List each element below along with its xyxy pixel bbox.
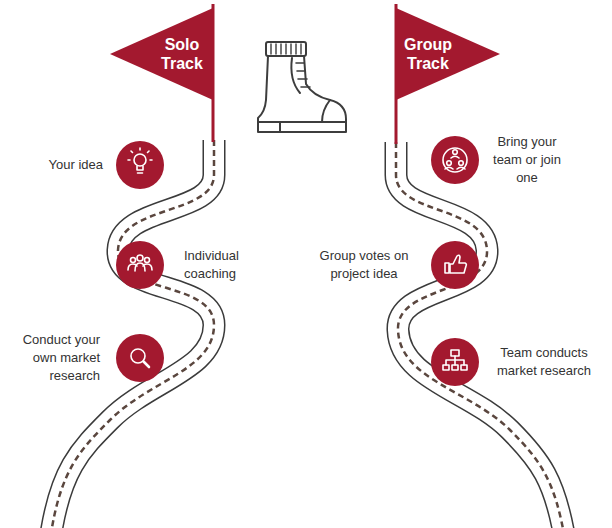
boot-cuff-lines <box>271 44 301 54</box>
flag-shape <box>110 8 213 100</box>
flag-shape <box>396 8 500 100</box>
step-text: Individual coaching <box>184 247 266 283</box>
step-circle-fill <box>116 241 164 289</box>
thumbs-up-icon <box>445 255 466 273</box>
track-flag: Group Track <box>396 8 500 100</box>
step-text: Your idea <box>23 156 103 174</box>
step-label: Group votes on project idea <box>314 247 414 283</box>
circle-shape <box>431 338 479 386</box>
step-circle: Your idea <box>116 141 164 189</box>
step-circle-fill <box>431 241 479 289</box>
step-text: Team conducts market research <box>497 344 591 380</box>
boot-body <box>258 56 346 132</box>
flag-triangle <box>396 8 500 100</box>
boot-toe <box>322 100 330 122</box>
step-text: Conduct your own market research <box>14 331 100 385</box>
step-label: Your idea <box>23 156 103 174</box>
magnifier-icon <box>131 349 149 367</box>
lightbulb-icon <box>128 148 152 173</box>
step-circle-fill <box>431 338 479 386</box>
road-edge <box>396 142 565 528</box>
team-icon <box>443 148 467 172</box>
flag-label: Group Track <box>398 35 458 73</box>
step-circle: Bring your team or join one <box>431 136 479 184</box>
step-label: Conduct your own market research <box>14 331 100 385</box>
org-chart-icon <box>443 350 467 370</box>
road-dash <box>396 142 565 528</box>
flag-triangle <box>110 8 213 100</box>
right-road <box>396 142 565 528</box>
boot-cuff <box>266 42 306 56</box>
road-surface <box>396 142 565 528</box>
people-icon <box>128 255 152 271</box>
flag-label: Solo Track <box>152 35 212 73</box>
circle-shape <box>116 334 164 382</box>
circle-shape <box>431 136 479 184</box>
boot-laces <box>296 63 310 87</box>
circle-shape <box>431 241 479 289</box>
step-circle-fill <box>116 334 164 382</box>
step-label: Bring your team or join one <box>493 133 561 187</box>
boot-sole <box>258 122 346 132</box>
step-label: Team conducts market research <box>497 344 591 380</box>
step-text: Bring your team or join one <box>493 133 561 187</box>
circle-shape <box>116 141 164 189</box>
track-title: Solo Track <box>152 35 212 73</box>
step-text: Group votes on project idea <box>314 247 414 283</box>
step-circle: Conduct your own market research <box>116 334 164 382</box>
track-title: Group Track <box>398 35 458 73</box>
circle-shape <box>116 241 164 289</box>
step-circle: Individual coaching <box>116 241 164 289</box>
track-flag: Solo Track <box>110 8 213 100</box>
step-label: Individual coaching <box>184 247 266 283</box>
step-circle: Group votes on project idea <box>431 241 479 289</box>
boot-illustration <box>258 42 346 132</box>
step-circle-fill <box>431 136 479 184</box>
step-circle: Team conducts market research <box>431 338 479 386</box>
step-circle-fill <box>116 141 164 189</box>
